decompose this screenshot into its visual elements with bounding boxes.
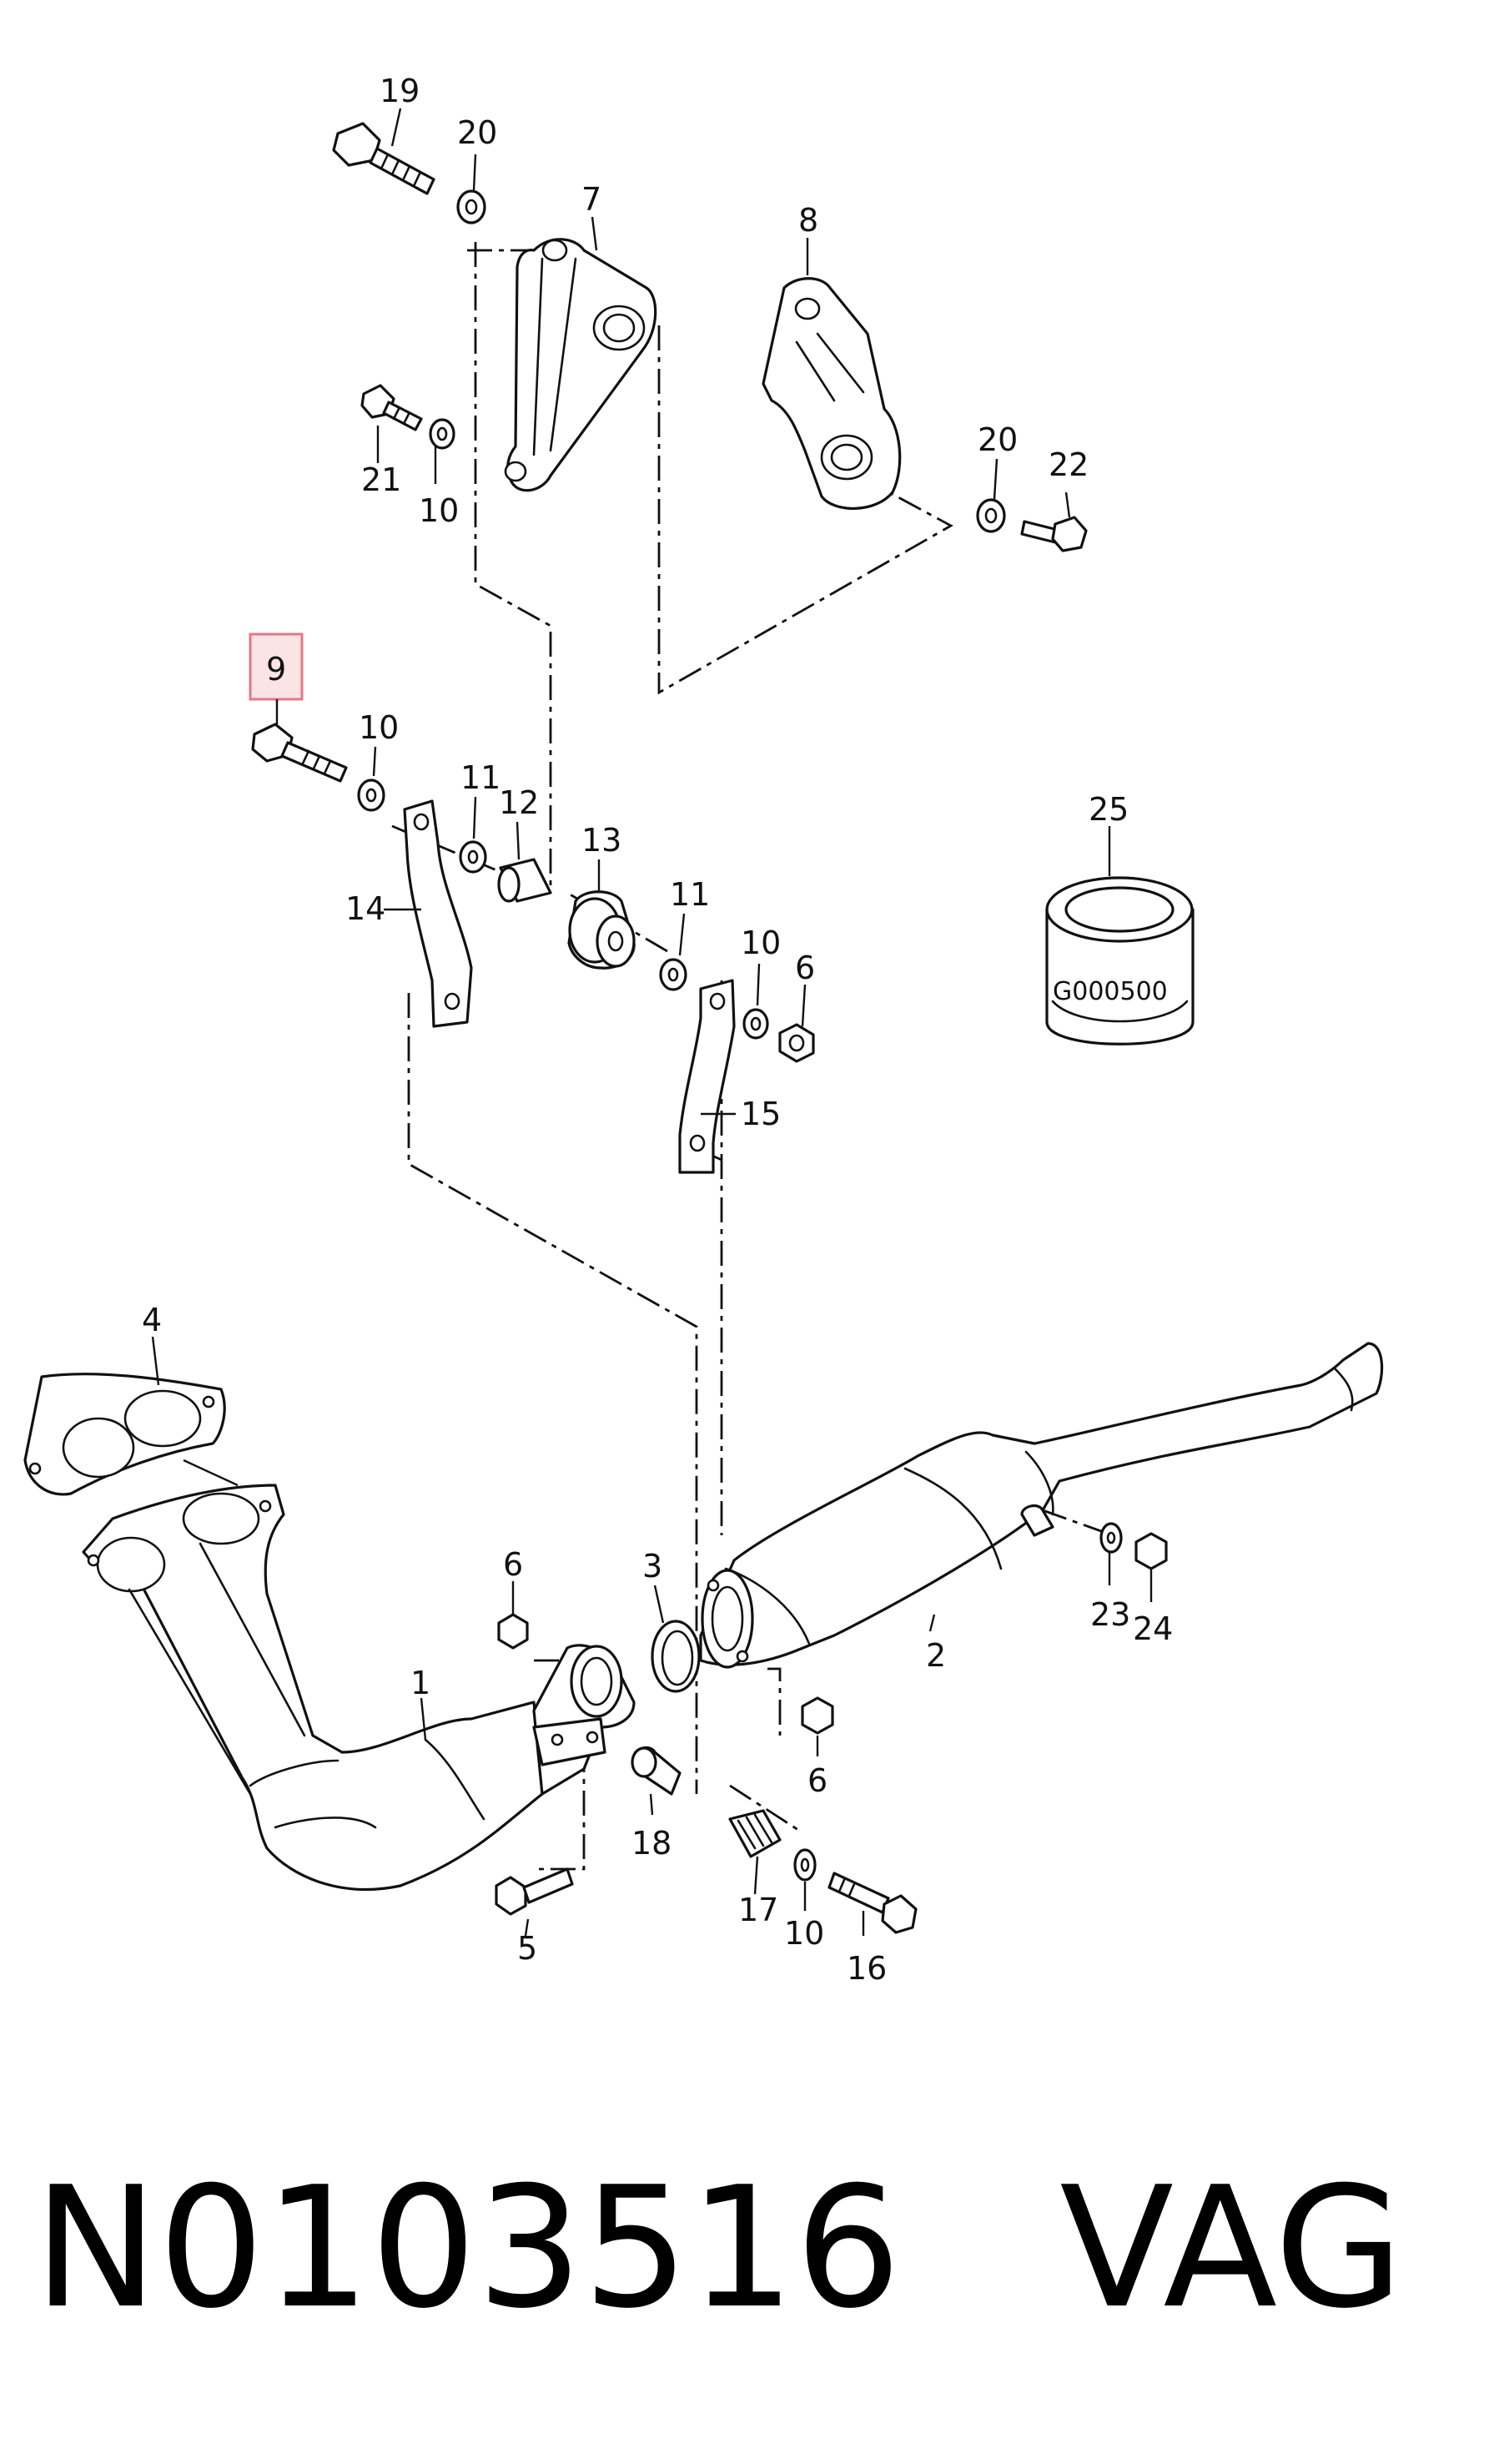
- washer-10-upper[interactable]: [429, 418, 455, 450]
- callout-6-lower: 6: [807, 1762, 827, 1799]
- callout-19: 19: [380, 73, 420, 109]
- engine-bracket[interactable]: [504, 238, 657, 492]
- callout-14: 14: [345, 890, 385, 927]
- callout-9: 9: [266, 651, 286, 688]
- manifold-gasket-4[interactable]: [23, 1373, 226, 1496]
- front-exhaust-pipe-1[interactable]: [82, 1484, 544, 1892]
- bolt-16[interactable]: [827, 1872, 918, 1934]
- washer-10-mid[interactable]: [357, 779, 385, 812]
- exhaust-sleeve-25[interactable]: G000500: [1045, 876, 1195, 1046]
- callout-3: 3: [642, 1548, 662, 1585]
- bolt-19[interactable]: [332, 122, 435, 195]
- callout-10-upper: 10: [419, 492, 459, 529]
- part-number-footer: N0103516 VAG: [33, 2144, 1468, 2353]
- washer-10-lower[interactable]: [793, 1848, 817, 1882]
- bolt-22[interactable]: [1020, 516, 1088, 552]
- bolt-21[interactable]: [360, 384, 423, 431]
- callout-16: 16: [847, 1950, 887, 1987]
- nut-24[interactable]: [1134, 1532, 1168, 1570]
- stud-18[interactable]: [631, 1746, 682, 1796]
- callout-11-right: 11: [670, 876, 710, 913]
- callout-20-right: 20: [978, 421, 1018, 458]
- stamp-label: G000500: [1053, 977, 1168, 1006]
- hanger-bracket-15[interactable]: [678, 979, 736, 1174]
- callout-10-right: 10: [741, 925, 781, 961]
- callout-23: 23: [1090, 1596, 1130, 1633]
- callout-11-left: 11: [460, 759, 501, 796]
- callout-25: 25: [1089, 791, 1129, 828]
- washer-20-top[interactable]: [456, 189, 486, 224]
- hanger-bracket-14[interactable]: [403, 799, 473, 1028]
- rubber-mount-13[interactable]: [567, 890, 636, 970]
- washer-11-right[interactable]: [659, 958, 687, 991]
- callout-18: 18: [631, 1825, 672, 1862]
- nut-6-lower[interactable]: [801, 1696, 834, 1735]
- callout-7: 7: [581, 181, 601, 218]
- callout-15: 15: [741, 1096, 781, 1132]
- bolt-9[interactable]: [251, 723, 348, 783]
- callout-24: 24: [1133, 1610, 1173, 1647]
- bolt-5[interactable]: [495, 1867, 574, 1916]
- brand-name: VAG: [1059, 2151, 1404, 2346]
- catalytic-converter-2[interactable]: [699, 1342, 1384, 1669]
- callout-22: 22: [1049, 446, 1089, 483]
- callout-8: 8: [798, 202, 818, 239]
- callout-1: 1: [410, 1665, 430, 1701]
- callout-21: 21: [361, 461, 401, 498]
- washer-11-left[interactable]: [459, 840, 487, 874]
- callout-10-lower: 10: [784, 1915, 824, 1952]
- part-number: N0103516: [33, 2151, 902, 2346]
- callout-13: 13: [581, 822, 621, 859]
- callout-6-upper: 6: [795, 950, 815, 986]
- leader-lines: [151, 108, 1153, 1937]
- washer-20-right[interactable]: [976, 498, 1006, 533]
- gearbox-bracket[interactable]: [762, 277, 902, 511]
- stud-23[interactable]: [1020, 1504, 1054, 1537]
- nut-6-left[interactable]: [497, 1613, 529, 1650]
- seal-ring-3[interactable]: [651, 1620, 701, 1693]
- callout-5: 5: [517, 1930, 537, 1967]
- callout-6-left: 6: [503, 1546, 523, 1583]
- pipe-flange[interactable]: [532, 1644, 636, 1796]
- callout-labels: 19 20 7 8 21 10 20 22 9 10 11 12 13 11 1…: [142, 73, 1173, 1987]
- callout-17: 17: [738, 1892, 778, 1928]
- callout-2: 2: [926, 1637, 946, 1674]
- callout-4: 4: [142, 1302, 162, 1338]
- callout-20-top: 20: [457, 114, 497, 151]
- nut-6-upper[interactable]: [778, 1023, 815, 1063]
- spring-17[interactable]: [728, 1809, 782, 1858]
- callout-10-mid: 10: [359, 709, 399, 746]
- callout-12: 12: [499, 784, 539, 821]
- washer-23[interactable]: [1099, 1522, 1123, 1554]
- spacer-12[interactable]: [497, 858, 552, 903]
- washer-10-right[interactable]: [742, 1008, 769, 1040]
